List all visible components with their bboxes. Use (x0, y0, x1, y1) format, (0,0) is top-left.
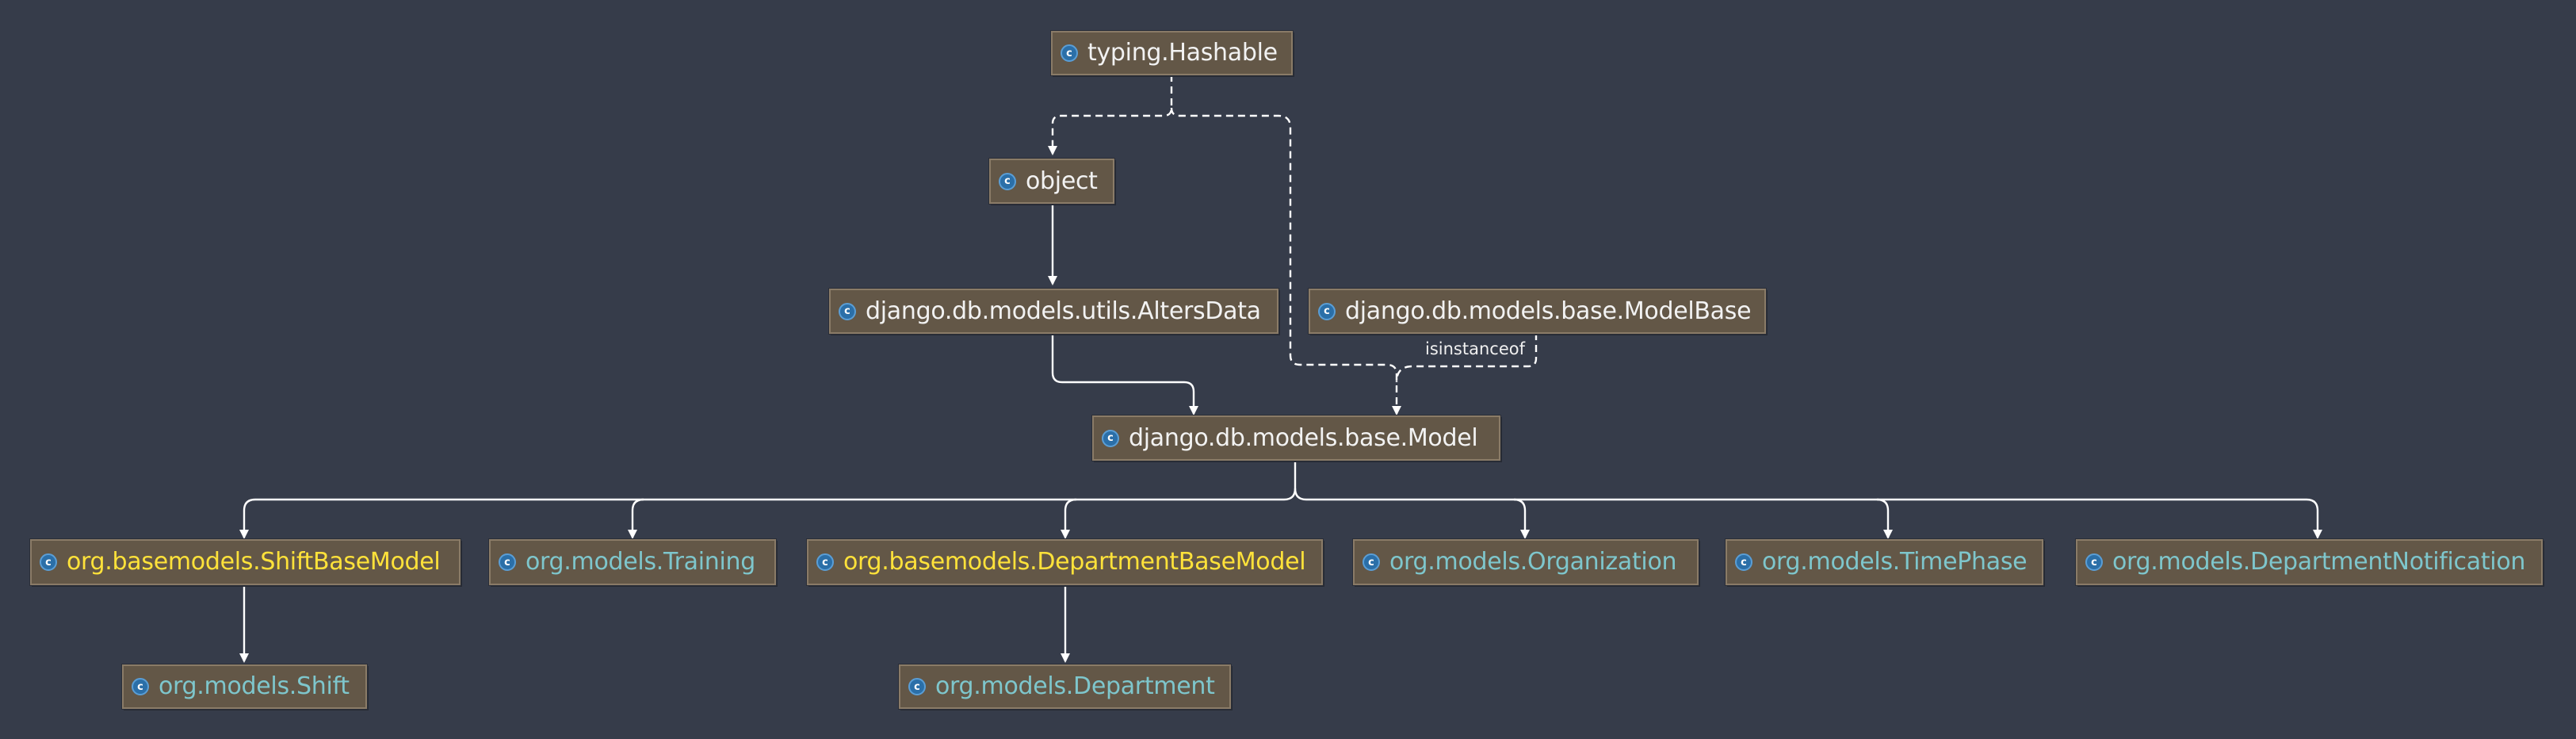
edge-model-to-timephase (1876, 498, 1893, 539)
class-icon: c (40, 553, 57, 571)
class-node-timephase[interactable]: c org.models.TimePhase (1726, 539, 2043, 585)
class-icon: c (908, 678, 926, 695)
class-node-label: django.db.models.base.Model (1129, 423, 1478, 452)
class-node-label: org.basemodels.ShiftBaseModel (67, 548, 441, 576)
class-icon: c (1735, 553, 1752, 571)
class-node-label: org.models.Training (526, 548, 755, 576)
class-node-label: org.basemodels.DepartmentBaseModel (843, 548, 1306, 576)
edge-hashable-to-object (1048, 75, 1173, 155)
edge-model-to-training (628, 498, 644, 539)
class-node-modelbase[interactable]: c django.db.models.base.ModelBase (1309, 289, 1766, 334)
class-icon: c (1318, 302, 1336, 320)
class-icon: c (839, 302, 856, 320)
class-node-organization[interactable]: c org.models.Organization (1353, 539, 1699, 585)
class-node-department[interactable]: c org.models.Department (899, 664, 1231, 709)
edge-altersdata-to-model (1051, 333, 1198, 415)
class-icon: c (2085, 553, 2103, 571)
edge-hashable-to-model (1170, 107, 1401, 415)
class-node-label: org.models.DepartmentNotification (2112, 548, 2526, 576)
class-node-label: org.models.TimePhase (1762, 548, 2028, 576)
edge-model-to-organization (1294, 488, 2322, 539)
class-node-model[interactable]: c django.db.models.base.Model (1092, 415, 1500, 461)
class-node-departmentnotification[interactable]: c org.models.DepartmentNotification (2076, 539, 2543, 585)
class-icon: c (1363, 553, 1380, 571)
class-icon: c (816, 553, 834, 571)
class-node-altersdata[interactable]: c django.db.models.utils.AltersData (829, 289, 1278, 334)
class-node-label: org.models.Department (935, 672, 1215, 700)
class-node-shiftbasemodel[interactable]: c org.basemodels.ShiftBaseModel (30, 539, 461, 585)
class-icon: c (132, 678, 149, 695)
class-node-training[interactable]: c org.models.Training (489, 539, 776, 585)
edge-model-to-organization-drop (1513, 498, 1530, 539)
class-icon: c (1102, 429, 1119, 447)
class-node-typing-hashable[interactable]: c typing.Hashable (1051, 31, 1293, 75)
class-icon: c (1061, 44, 1078, 62)
class-node-label: django.db.models.base.ModelBase (1345, 297, 1752, 325)
edge-modelbase-to-model (1395, 333, 1538, 383)
class-node-label: org.models.Organization (1389, 548, 1677, 576)
class-node-label: django.db.models.utils.AltersData (866, 297, 1261, 325)
class-node-object[interactable]: c object (989, 159, 1114, 204)
edge-model-to-departmentbasemodel (1061, 498, 1077, 539)
class-node-label: object (1026, 167, 1098, 195)
class-node-shift[interactable]: c org.models.Shift (122, 664, 367, 709)
class-node-departmentbasemodel[interactable]: c org.basemodels.DepartmentBaseModel (807, 539, 1323, 585)
class-icon: c (499, 553, 516, 571)
class-node-label: typing.Hashable (1087, 39, 1278, 67)
edge-label-isinstanceof: isinstanceof (1424, 339, 1527, 358)
class-node-label: org.models.Shift (159, 672, 350, 700)
edge-model-trunk (239, 460, 1297, 539)
class-icon: c (999, 172, 1016, 190)
